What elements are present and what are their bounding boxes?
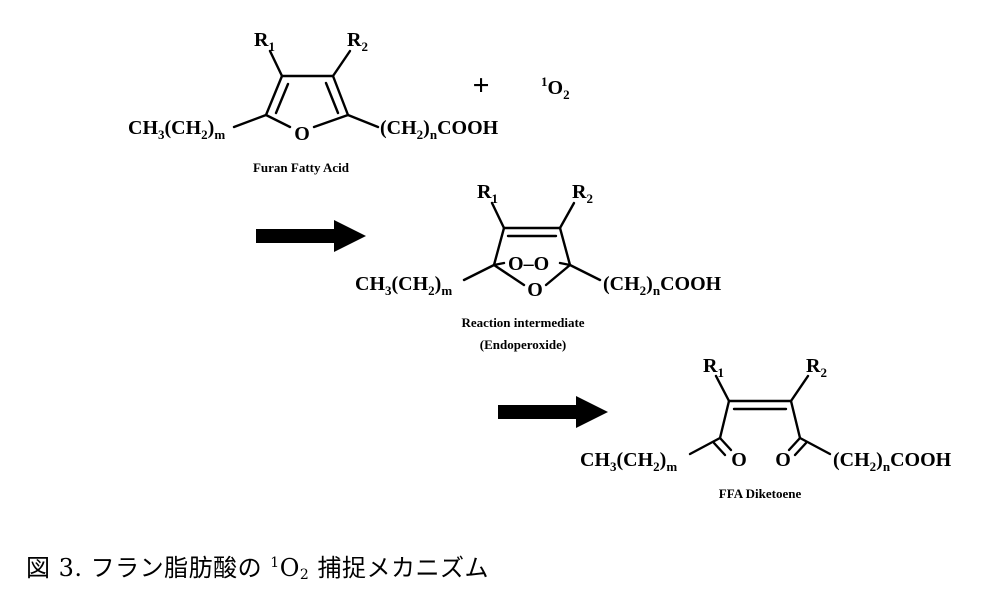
ring-bond-c5-o — [312, 113, 350, 129]
reaction-arrow-1 — [256, 220, 366, 252]
figure-caption-suffix: 捕捉メカニズム — [309, 554, 489, 582]
diketoene-r2-label: R2 — [806, 355, 827, 380]
diketoene-r1-label: R1 — [703, 355, 724, 380]
bond-c5-right-chain — [798, 436, 832, 456]
furan-r2-label: R2 — [347, 29, 368, 54]
endoperoxide-caption-line1: Reaction intermediate — [461, 315, 584, 330]
diketoene-right-chain-label: (CH2)nCOOH — [833, 449, 952, 474]
figure-caption-superscript: 1 — [270, 555, 280, 571]
bond-c3-r1 — [490, 201, 506, 230]
figure-caption: 図 3. フラン脂肪酸の 1O2 捕捉メカニズム — [26, 548, 489, 583]
figure-caption-oxygen: O — [279, 554, 300, 582]
endoperoxide-r1-label: R1 — [477, 181, 498, 206]
bond-c5-bridge-o — [544, 263, 572, 287]
ring-double-bond-c2-c3 — [274, 82, 290, 115]
bond-c5-peroxide-o — [558, 261, 572, 267]
furan-left-chain-label: CH3(CH2)m — [128, 117, 225, 142]
bond-c5-right-chain — [346, 113, 380, 129]
bond-c3-r1 — [268, 49, 284, 78]
singlet-oxygen-label: 1O2 — [541, 74, 570, 102]
left-carbonyl-double-bond — [712, 441, 727, 457]
bond-c2-left-chain — [462, 263, 496, 282]
ffa-diketoene-caption: FFA Diketoene — [719, 486, 802, 501]
ring-bond-c3-c2 — [492, 226, 506, 267]
furan-ring-oxygen: O — [294, 123, 310, 145]
right-carbonyl-bond — [787, 436, 802, 452]
diketoene-left-carbonyl-oxygen: O — [731, 449, 747, 471]
arrow-2-head — [576, 396, 608, 428]
ffa-diketoene-structure: R1 R2 O O CH3(CH2)m (CH2)nCOOH FFA Diket… — [580, 355, 952, 501]
endoperoxide-right-chain-label: (CH2)nCOOH — [603, 273, 722, 298]
furan-fatty-acid-caption: Furan Fatty Acid — [253, 160, 350, 175]
bond-c3-r1 — [714, 374, 731, 403]
arrow-2-shaft — [498, 405, 578, 419]
diketoene-right-carbonyl-oxygen: O — [775, 449, 791, 471]
endoperoxide-left-chain-label: CH3(CH2)m — [355, 273, 452, 298]
endoperoxide-r2-label: R2 — [572, 181, 593, 206]
furan-right-chain-label: (CH2)nCOOH — [380, 117, 499, 142]
bond-c2-left-chain — [688, 436, 722, 456]
arrow-1-shaft — [256, 229, 336, 243]
bond-c2-bridge-o — [492, 263, 526, 287]
endoperoxide-bridge-oxygen: O — [527, 279, 543, 301]
left-carbonyl-bond — [718, 436, 733, 452]
ring-bond-c4-c5 — [331, 74, 350, 117]
bond-c2-left-chain — [232, 113, 268, 129]
endoperoxide-structure: R1 R2 O–O O CH3(CH2)m (CH2)nCOOH Reactio… — [355, 181, 722, 352]
right-carbonyl-double-bond — [793, 441, 808, 457]
ring-bond-c4-c5 — [558, 226, 572, 267]
figure-caption-prefix: 図 3. フラン脂肪酸の — [26, 554, 271, 582]
furan-r1-label: R1 — [254, 29, 275, 54]
endoperoxide-peroxide-group: O–O — [508, 253, 549, 275]
ring-bond-o-c2 — [264, 113, 292, 129]
bond-c4-r2 — [558, 201, 576, 230]
furan-fatty-acid-structure: R1 R2 O CH3(CH2)m (CH2)nCOOH Furan Fatty… — [128, 29, 499, 175]
reaction-scheme: R1 R2 O CH3(CH2)m (CH2)nCOOH Furan Fatty… — [128, 29, 952, 501]
endoperoxide-caption-line2: (Endoperoxide) — [480, 337, 566, 352]
arrow-1-head — [334, 220, 366, 252]
plus-sign: + — [472, 69, 489, 102]
reaction-arrow-2 — [498, 396, 608, 428]
bond-c4-c5 — [789, 399, 802, 440]
bond-c3-c2 — [718, 399, 731, 440]
bond-c2-peroxide-o — [492, 261, 506, 267]
bond-c4-r2 — [789, 374, 810, 403]
bond-c5-right-chain — [568, 263, 602, 282]
diketoene-left-chain-label: CH3(CH2)m — [580, 449, 677, 474]
bond-c4-r2 — [331, 49, 352, 78]
ring-bond-c2-c3 — [264, 74, 284, 117]
ring-double-bond-c4-c5 — [324, 81, 340, 115]
figure-caption-subscript: 2 — [299, 567, 310, 583]
